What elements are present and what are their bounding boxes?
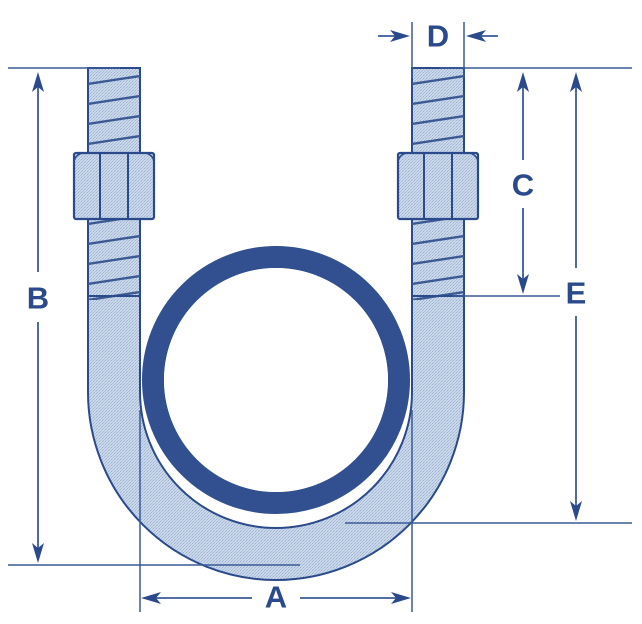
right-nut-chamfer-b [467, 152, 479, 163]
dim-label-e: E [566, 276, 587, 311]
dim-label-d: D [427, 19, 449, 54]
dimension-c: C [512, 72, 534, 294]
dim-label-a: A [265, 580, 287, 615]
pipe-ring [142, 246, 410, 514]
right-nut-chamfer-a [397, 152, 409, 163]
dim-d-arrow-left [390, 30, 410, 42]
left-nut-chamfer-b [143, 152, 155, 163]
left-nut-body [72, 151, 156, 221]
dim-e-arrow-bottom [570, 501, 582, 521]
dimension-b: B [27, 72, 49, 563]
dim-e-arrow-top [570, 72, 582, 92]
left-hex-nut [72, 151, 156, 221]
dim-label-b: B [27, 281, 49, 316]
right-nut-body [396, 151, 480, 221]
dim-label-c: C [512, 168, 534, 203]
dim-c-arrow-top [517, 72, 529, 92]
dimension-e: E [566, 72, 587, 521]
pipe-cross-section [142, 246, 410, 514]
dim-a-arrow-left [141, 592, 161, 604]
dim-b-arrow-bottom [32, 543, 44, 563]
left-nut-chamfer-a [73, 152, 85, 163]
dim-b-arrow-top [32, 72, 44, 92]
dimension-a: A [141, 580, 411, 615]
dimension-d: D [378, 19, 498, 54]
dim-a-arrow-right [391, 592, 411, 604]
pipe-bore [164, 268, 388, 492]
right-hex-nut [396, 151, 480, 221]
extension-lines [8, 22, 632, 612]
dim-c-arrow-bottom [517, 274, 529, 294]
left-leg-threads [88, 74, 140, 300]
dim-d-arrow-right [466, 30, 486, 42]
